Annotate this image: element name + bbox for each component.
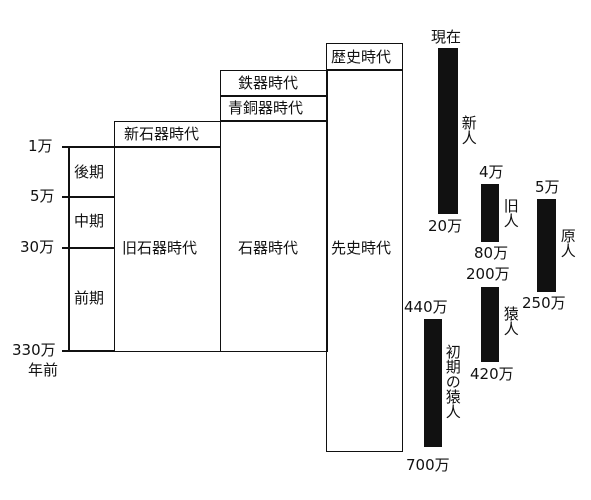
archaic-human-bar bbox=[481, 184, 499, 242]
historic-label: 歴史時代 bbox=[331, 48, 392, 66]
time-label-50k: 5万 bbox=[30, 187, 55, 205]
stage-early: 前期 bbox=[74, 289, 105, 307]
stage-late: 後期 bbox=[74, 163, 105, 181]
bronze-age-label: 青銅器時代 bbox=[228, 99, 304, 117]
iron-age-box bbox=[220, 70, 328, 97]
neolithic-label: 新石器時代 bbox=[124, 125, 200, 143]
early-ape-man-bottom-label: 700万 bbox=[406, 456, 450, 474]
iron-age-label: 鉄器時代 bbox=[238, 74, 299, 92]
primitive-human-bar bbox=[537, 199, 556, 292]
modern-bottom-label: 20万 bbox=[428, 217, 463, 235]
historic-box bbox=[326, 43, 403, 71]
ape-man-label: 猿人 bbox=[501, 306, 520, 336]
early-ape-man-bar bbox=[424, 319, 442, 447]
stone-age-box bbox=[220, 120, 328, 352]
tick-300k bbox=[62, 247, 115, 249]
tick-3300k bbox=[62, 350, 115, 352]
stone-age-label: 石器時代 bbox=[238, 239, 299, 257]
time-label-300k: 30万 bbox=[20, 238, 55, 256]
early-ape-man-label: 初期の猿人 bbox=[443, 344, 462, 419]
ape-man-top-label: 200万 bbox=[466, 265, 510, 283]
modern-top-label: 現在 bbox=[431, 28, 462, 46]
ape-man-bottom-label: 420万 bbox=[470, 365, 514, 383]
modern-human-bar bbox=[438, 48, 458, 214]
primitive-bottom-label: 250万 bbox=[522, 294, 566, 312]
time-label-unit: 年前 bbox=[28, 361, 59, 379]
time-label-3300k: 330万 bbox=[12, 341, 56, 359]
ape-man-bar bbox=[481, 287, 499, 362]
primitive-top-label: 5万 bbox=[535, 178, 560, 196]
bronze-age-box bbox=[220, 95, 328, 122]
archaic-top-label: 4万 bbox=[479, 163, 504, 181]
paleolithic-label: 旧石器時代 bbox=[122, 239, 198, 257]
archaic-human-label: 旧人 bbox=[501, 198, 520, 228]
stage-middle: 中期 bbox=[74, 212, 105, 230]
stage-box-left bbox=[68, 146, 70, 351]
time-label-10k: 1万 bbox=[28, 137, 53, 155]
modern-human-label: 新人 bbox=[459, 115, 478, 145]
early-ape-man-top-label: 440万 bbox=[404, 298, 448, 316]
prehistoric-label: 先史時代 bbox=[331, 239, 392, 257]
prehistoric-box bbox=[326, 69, 403, 452]
primitive-human-label: 原人 bbox=[558, 228, 577, 258]
tick-50k bbox=[62, 196, 115, 198]
tick-10k bbox=[62, 146, 115, 148]
archaic-bottom-label: 80万 bbox=[474, 244, 509, 262]
